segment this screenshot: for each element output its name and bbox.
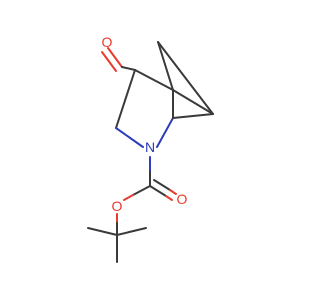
carbamate-bond-c-oester (132, 185, 151, 196)
tbutyl-methyl-left (87, 227, 118, 236)
carbonyl-double-bond-1 (149, 185, 167, 197)
cyclopropane-bond-bottom (172, 113, 214, 119)
ring-bond-n-c1 (156, 117, 174, 148)
cyclopropane-bond-top (157, 41, 174, 91)
molecule-structure: O N O O (87, 34, 214, 263)
ester-oxygen-atom: O (112, 198, 123, 214)
aldehyde-oxygen-label: O (102, 34, 113, 50)
ring-bond-c4-c5 (134, 69, 174, 91)
ring-nitrogen-label: N (145, 139, 155, 155)
ring-nitrogen-atom: N (145, 139, 155, 155)
cyclopropane-bond-inner (172, 89, 214, 115)
atom-labels: O N O O (102, 34, 188, 214)
carbamate-bond-oester-half (123, 194, 134, 201)
bicyclic-ring (115, 41, 214, 148)
carbonyl-oxygen-label: O (177, 191, 188, 207)
tbutyl-methyl-right (116, 227, 147, 236)
aldehyde-oxygen-atom: O (102, 34, 113, 50)
aldehyde-double-bond-line-2 (101, 51, 117, 72)
cyclopropane-bond-right (157, 41, 214, 115)
ring-bond-c3-n (115, 127, 144, 148)
carbonyl-oxygen-atom: O (177, 191, 188, 207)
boc-group (87, 156, 177, 263)
carbonyl-double-bond-1-o (165, 195, 173, 201)
aldehyde-double-bond-line-1 (107, 47, 123, 68)
aldehyde-group (101, 47, 136, 72)
ring-bond-c4-c3 (115, 69, 136, 129)
aldehyde-carbon-bond (121, 66, 136, 71)
carbonyl-double-bond-2-o (169, 189, 177, 195)
ester-oxygen-label: O (112, 198, 123, 214)
carbonyl-double-bond-2 (153, 179, 171, 191)
